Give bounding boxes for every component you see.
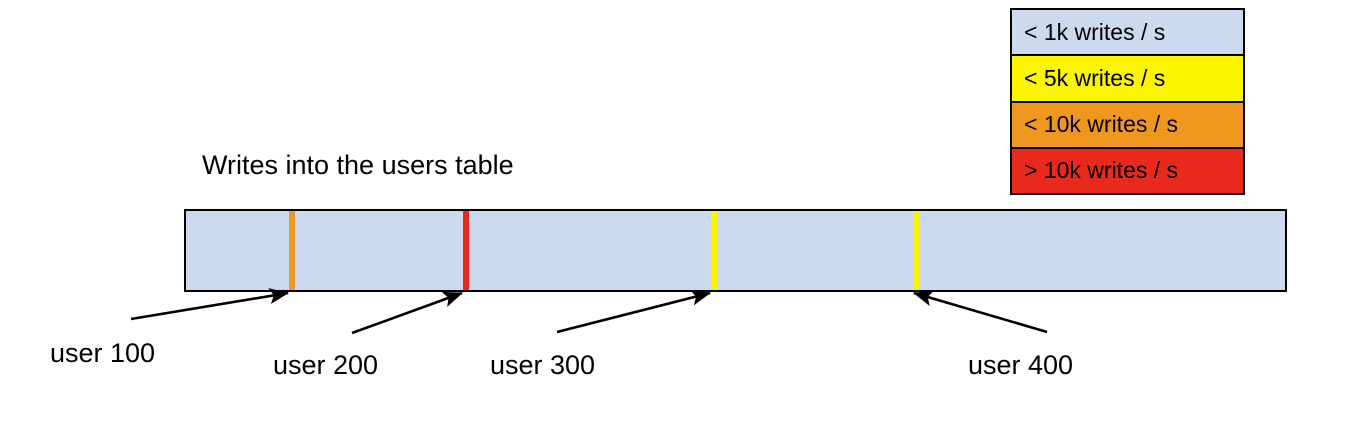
callout-label-user-400: user 400 (968, 350, 1074, 380)
write-rate-legend: < 1k writes / s < 5k writes / s < 10k wr… (1010, 8, 1245, 195)
callout-label-user-200: user 200 (273, 350, 379, 380)
legend-item-label: < 1k writes / s (1024, 18, 1166, 45)
legend-item-under-1k: < 1k writes / s (1012, 10, 1243, 57)
callout-arrow-user-200 (351, 291, 463, 335)
legend-item-label: > 10k writes / s (1024, 157, 1179, 184)
legend-item-under-5k: < 5k writes / s (1012, 56, 1243, 103)
legend-item-over-10k: > 10k writes / s (1012, 148, 1243, 193)
legend-item-under-10k: < 10k writes / s (1012, 102, 1243, 149)
callout-arrow-user-400 (913, 290, 1048, 334)
hotspot-stripe-user-200 (463, 211, 469, 290)
hotspot-stripe-user-400 (913, 211, 919, 290)
callout-label-user-100: user 100 (50, 338, 156, 368)
callout-arrow-user-100 (130, 288, 290, 321)
callout-arrow-user-300 (556, 289, 712, 334)
legend-item-label: < 10k writes / s (1024, 111, 1179, 138)
hotspot-stripe-user-300 (711, 211, 717, 290)
users-table-range-bar (184, 209, 1287, 292)
chart-title: Writes into the users table (202, 150, 514, 180)
hotspot-stripe-user-100 (289, 211, 295, 290)
callout-label-user-300: user 300 (490, 350, 596, 380)
legend-item-label: < 5k writes / s (1024, 64, 1166, 91)
